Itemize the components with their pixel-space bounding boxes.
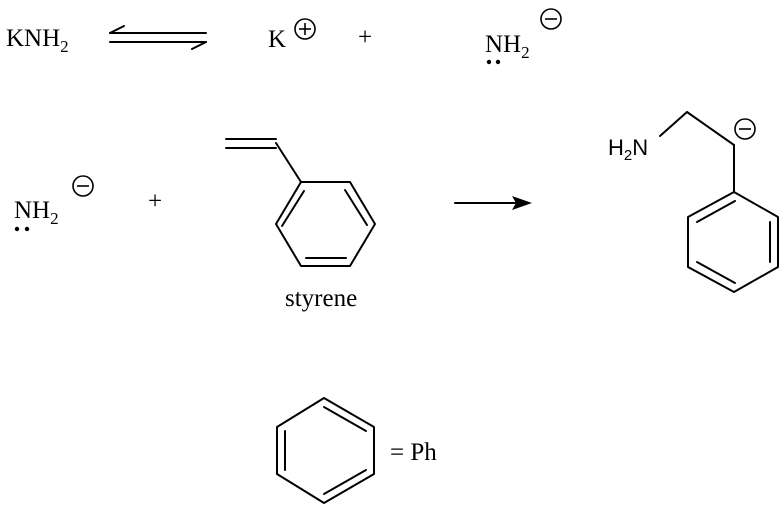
styrene-label: styrene: [285, 285, 357, 312]
potassium-amide-formula: KNH2: [6, 25, 69, 56]
styrene-structure: [225, 138, 376, 267]
amino-group-label: H2N: [608, 135, 648, 164]
amide-anion-formula-row1: NH2: [485, 31, 530, 62]
negative-charge-icon: [72, 175, 94, 197]
negative-charge-icon: [540, 8, 562, 30]
negative-charge-icon: [734, 118, 756, 140]
potassium-amide-subscript: 2: [60, 37, 69, 56]
lone-pair-icon: [486, 59, 501, 65]
vinyl-group: [225, 138, 302, 183]
reaction-arrow: [454, 196, 532, 210]
potassium-cation-symbol: K: [268, 26, 286, 53]
positive-charge-icon: [294, 18, 316, 40]
phenyl-ring: [687, 191, 779, 293]
phenyl-legend-ring: [276, 397, 375, 504]
plus-sign-row1: +: [358, 24, 372, 51]
lone-pair-icon: [14, 226, 30, 232]
benzene-ring: [275, 181, 376, 267]
potassium-amide-main: KNH: [6, 25, 60, 52]
product-structure: H2N: [608, 111, 779, 293]
phenyl-legend-label: = Ph: [390, 439, 437, 466]
amide-anion-formula-row2: NH2: [14, 197, 59, 228]
plus-sign-row2: +: [148, 188, 162, 215]
equilibrium-arrow: [109, 25, 207, 50]
